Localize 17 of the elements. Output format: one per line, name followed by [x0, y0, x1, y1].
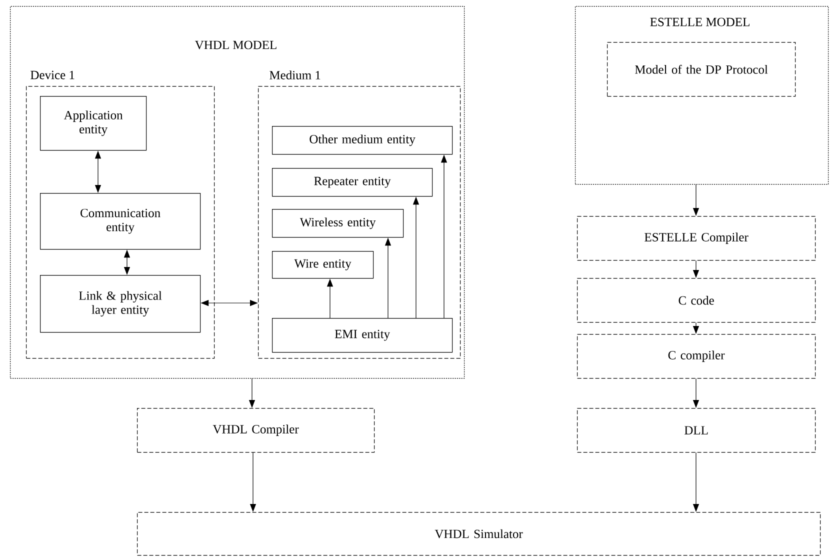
node-label: Device 1 [30, 70, 74, 80]
entity-box: Wireless entity [272, 209, 404, 238]
entity-box: Communication entity [40, 193, 201, 250]
process-box: DLL [577, 408, 816, 453]
entity-box: Wire entity [272, 251, 374, 279]
entity-box: Application entity [40, 96, 147, 151]
process-box: C code [577, 278, 816, 323]
process-box: VHDL Simulator [137, 512, 821, 556]
node-label: Medium 1 [270, 70, 320, 80]
process-box: ESTELLE Compiler [577, 216, 816, 261]
process-box: Model of the DP Protocol [607, 42, 796, 97]
process-box: VHDL Compiler [137, 408, 375, 453]
entity-box: EMI entity [272, 318, 453, 353]
process-box: C compiler [577, 334, 816, 379]
entity-box: Link & physical layer entity [40, 275, 201, 333]
entity-box: Repeater entity [272, 168, 433, 197]
entity-box: Other medium entity [272, 126, 453, 155]
